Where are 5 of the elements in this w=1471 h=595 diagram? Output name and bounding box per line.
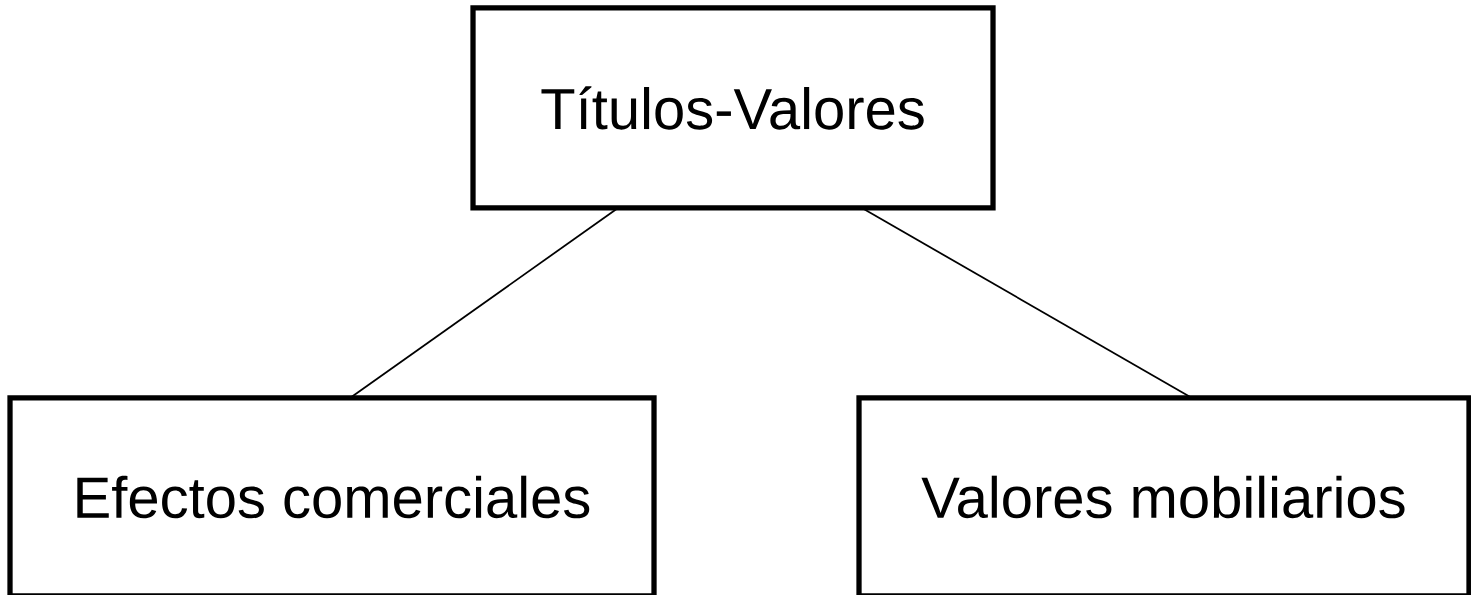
box: Efectos comerciales xyxy=(7,395,657,595)
box: Valores mobiliarios xyxy=(856,395,1471,595)
box: Títulos-Valores xyxy=(470,5,996,211)
connector-line xyxy=(349,207,619,399)
connector-line xyxy=(861,207,1193,399)
